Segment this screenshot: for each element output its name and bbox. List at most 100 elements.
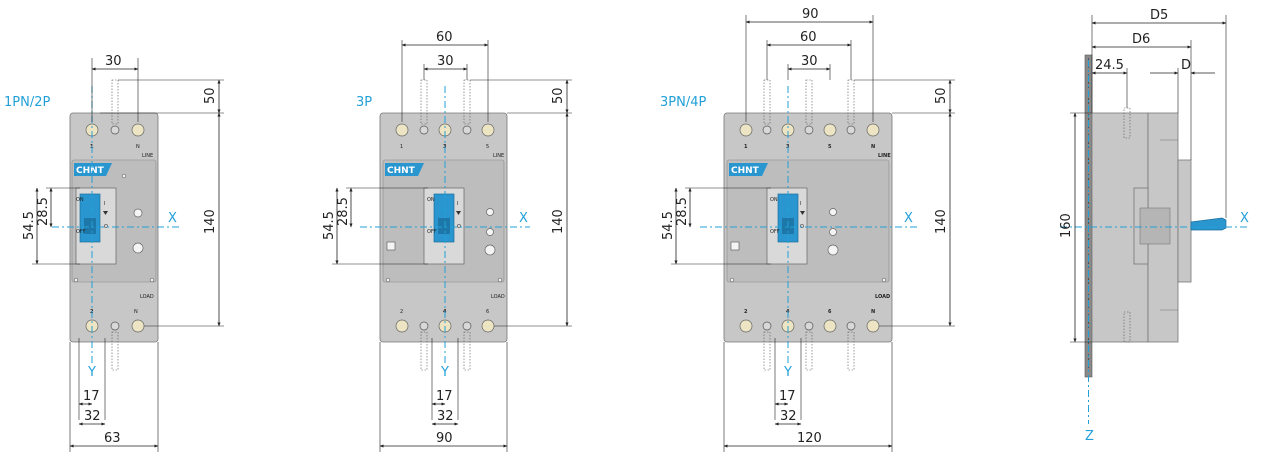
- dim-span: 60: [436, 30, 453, 45]
- mount-hole-icon: [121, 173, 127, 179]
- brand-logo: CHNT: [387, 166, 416, 176]
- dim-top-offset: 50: [551, 87, 566, 104]
- test-button-icon[interactable]: [133, 208, 143, 218]
- dim-width: 120: [797, 431, 822, 446]
- side-handle-base: [1139, 207, 1171, 245]
- adjust-knob-icon[interactable]: [132, 242, 144, 254]
- dim-handle-offset: 28.5: [336, 197, 351, 226]
- load-marker: LOAD: [140, 294, 154, 300]
- screw-icon: [846, 321, 856, 331]
- terminal-bottom: [481, 319, 495, 333]
- terminal-bottom: [395, 319, 409, 333]
- on-text: ON: [770, 197, 778, 203]
- on-marking: I: [104, 201, 105, 207]
- terminal-top: [739, 123, 753, 137]
- line-marker: LINE: [878, 153, 891, 159]
- dim-top-offset: 50: [203, 87, 218, 104]
- trip-indicator-icon: [103, 211, 108, 215]
- view-label: 3P: [356, 95, 372, 110]
- dim-pitch: 30: [437, 54, 454, 69]
- brand-badge: [729, 163, 768, 176]
- brand-badge: [74, 163, 112, 176]
- terminal-top: [481, 123, 495, 137]
- test-button-icon[interactable]: [829, 228, 837, 236]
- indicator-window-icon: [730, 241, 740, 251]
- screw-icon: [762, 125, 772, 135]
- terminal-label-bottom: N: [871, 309, 875, 315]
- on-text: ON: [427, 197, 435, 203]
- off-text: OFF: [427, 229, 437, 235]
- dim-top-offset: 50: [934, 87, 949, 104]
- stud-thread: [1123, 311, 1131, 343]
- off-marking: O: [457, 224, 461, 230]
- brand-logo: CHNT: [76, 166, 105, 176]
- dim-height: 140: [551, 209, 566, 234]
- terminal-top: [866, 123, 880, 137]
- handle-grip: [84, 218, 96, 234]
- terminal-label-bottom: 6: [828, 309, 832, 315]
- view-3pn-4p: 3PN/4P CHNT I O ON OFF 1 3 5 N LINE LOAD: [660, 7, 955, 452]
- on-marking: I: [800, 201, 801, 207]
- dim-width: 63: [104, 431, 121, 446]
- screw-icon: [804, 321, 814, 331]
- screw-icon: [846, 125, 856, 135]
- off-text: OFF: [770, 229, 780, 235]
- side-handle[interactable]: [1190, 217, 1227, 231]
- test-button-icon[interactable]: [486, 228, 494, 236]
- dim-handle-total: 54.5: [322, 211, 337, 240]
- brand-logo: CHNT: [731, 166, 760, 176]
- stud-thread: [463, 331, 471, 371]
- mount-hole-icon: [729, 277, 735, 283]
- dim-handle-total: 54.5: [22, 211, 37, 240]
- axis-z-label: Z: [1085, 429, 1094, 444]
- terminal-label-top: 1: [744, 144, 748, 150]
- dim-center-offset: 17: [779, 389, 796, 404]
- terminal-label-top: N: [136, 144, 140, 150]
- mount-hole-icon: [73, 277, 79, 283]
- dim-center-offset: 17: [83, 389, 100, 404]
- dim-handle-total: 54.5: [661, 211, 676, 240]
- screw-icon: [110, 125, 120, 135]
- mount-hole-icon: [149, 277, 155, 283]
- dim-span: 60: [800, 30, 817, 45]
- screw-icon: [462, 321, 472, 331]
- mount-hole-icon: [385, 277, 391, 283]
- view-1pn-2p: 1PN/2P CHNT I O ON OFF 1 N LINE LOAD 2 N: [4, 54, 224, 452]
- load-marker: LOAD: [491, 294, 505, 300]
- dim-handle-offset: 28.5: [675, 197, 690, 226]
- on-text: ON: [76, 197, 84, 203]
- terminal-bottom: [131, 319, 145, 333]
- view-label: 1PN/2P: [4, 95, 50, 110]
- terminal-label-top: 5: [486, 144, 489, 150]
- terminal-bottom: [823, 319, 837, 333]
- axis-y-label: Y: [87, 365, 96, 380]
- stud-thread: [847, 331, 855, 371]
- terminal-bottom: [866, 319, 880, 333]
- dim-center-offset: 17: [436, 389, 453, 404]
- trip-indicator-icon: [800, 211, 805, 215]
- dim-base-offset: 24.5: [1095, 58, 1124, 73]
- brand-badge: [385, 163, 424, 176]
- dim-d5: D5: [1150, 8, 1168, 23]
- on-marking: I: [457, 201, 458, 207]
- terminal-top: [823, 123, 837, 137]
- adjust-knob-icon[interactable]: [484, 244, 496, 256]
- line-marker: LINE: [493, 153, 504, 159]
- mount-hole-icon: [497, 277, 503, 283]
- test-button-icon[interactable]: [486, 208, 494, 216]
- dim-pitch: 30: [801, 54, 818, 69]
- stud-thread: [805, 79, 813, 125]
- dim-outer: 90: [802, 7, 819, 22]
- terminal-label-top: N: [871, 144, 875, 150]
- dim-pole-span: 32: [437, 409, 454, 424]
- terminal-label-bottom: 2: [400, 309, 403, 315]
- adjust-knob-icon[interactable]: [827, 244, 839, 256]
- test-button-icon[interactable]: [829, 208, 837, 216]
- handle-grip: [438, 218, 450, 234]
- stud-thread: [763, 331, 771, 371]
- dim-handle-offset: 28.5: [36, 197, 51, 226]
- terminal-bottom: [739, 319, 753, 333]
- dim-height: 160: [1059, 213, 1074, 238]
